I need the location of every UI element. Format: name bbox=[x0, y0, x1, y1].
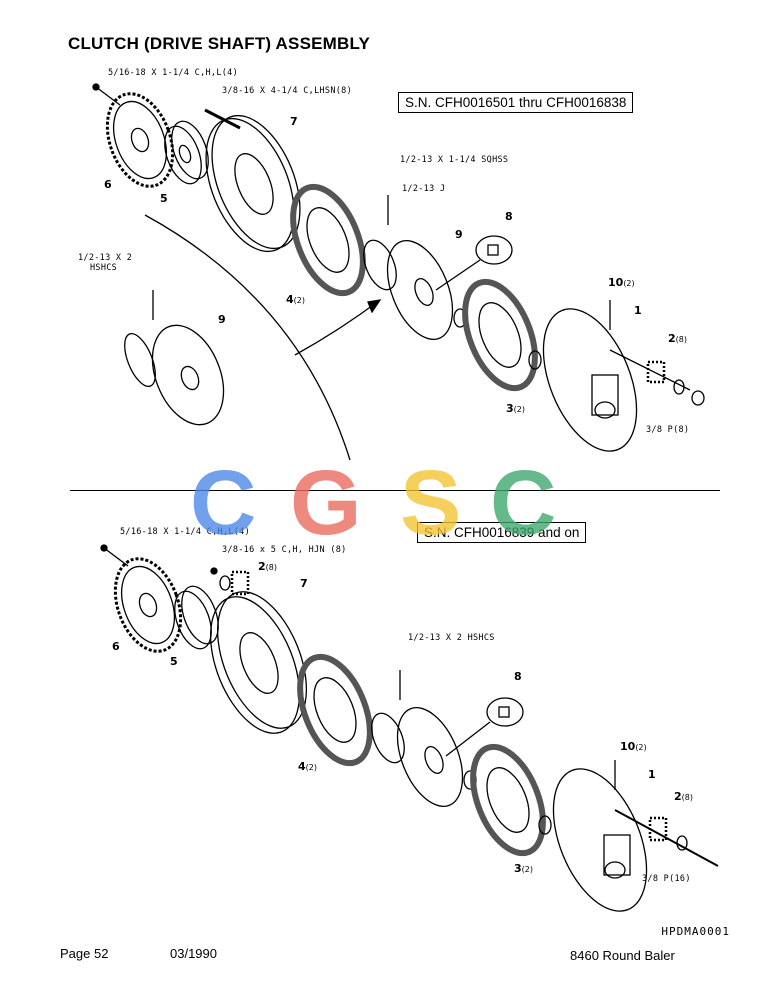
page-number: Page 52 bbox=[60, 946, 109, 961]
sprocket-bottom bbox=[113, 557, 183, 653]
pressure-plate-top bbox=[363, 239, 454, 340]
part-4-top: 4(2) bbox=[286, 293, 305, 306]
part-5-bottom: 5 bbox=[170, 655, 178, 668]
label-bolt-sprocket-top: 5/16-18 X 1-1/4 C,H,L(4) bbox=[108, 68, 239, 78]
detail-assembly-9 bbox=[124, 290, 225, 426]
part-10-top: 10(2) bbox=[608, 276, 635, 289]
label-nut-top: 3/8 P(8) bbox=[646, 425, 690, 435]
friction-disc-top bbox=[290, 183, 366, 297]
plate-7-top bbox=[205, 114, 301, 253]
part-9-top: 9 bbox=[455, 228, 463, 241]
label-bolt-long-bottom: 3/8-16 x 5 C,H, HJN (8) bbox=[222, 545, 347, 555]
part-6-bottom: 6 bbox=[112, 640, 120, 653]
serial-range-bottom: S.N. CFH0016839 and on bbox=[417, 522, 587, 543]
label-bolt-sprocket-bottom: 5/16-18 X 1-1/4 C,H,L(4) bbox=[120, 527, 251, 537]
part-1-top: 1 bbox=[634, 304, 642, 317]
back-plate-top bbox=[542, 308, 638, 452]
part-8-top: 8 bbox=[505, 210, 513, 223]
label-setscrew-top: 1/2-13 X 1-1/4 SQHSS bbox=[400, 155, 509, 165]
part-4-bottom: 4(2) bbox=[298, 760, 317, 773]
part-3-top: 3(2) bbox=[506, 402, 525, 415]
part-6-top: 6 bbox=[104, 178, 112, 191]
label-hshcs-top-2: HSHCS bbox=[90, 263, 118, 273]
part-5-top: 5 bbox=[160, 192, 168, 205]
hub-top bbox=[164, 120, 209, 185]
part-7-bottom: 7 bbox=[300, 577, 308, 590]
part-2-bottom: 2(8) bbox=[674, 790, 693, 803]
label-hshcs-top: 1/2-13 X 2 bbox=[78, 253, 133, 263]
label-bolt-long-top: 3/8-16 X 4-1/4 C,LHSN(8) bbox=[222, 86, 353, 96]
part-1-bottom: 1 bbox=[648, 768, 656, 781]
serial-range-top: S.N. CFH0016501 thru CFH0016838 bbox=[398, 92, 634, 113]
label-jamnut-top: 1/2-13 J bbox=[402, 184, 446, 194]
part-9-detail: 9 bbox=[218, 313, 226, 326]
part-7-top: 7 bbox=[290, 115, 298, 128]
part-8-bottom: 8 bbox=[514, 670, 522, 683]
revision-date: 03/1990 bbox=[170, 946, 217, 961]
section-divider bbox=[70, 490, 720, 491]
drawing-code: HPDMA0001 bbox=[661, 925, 730, 938]
part-10-bottom: 10(2) bbox=[620, 740, 647, 753]
label-hshcs-bottom: 1/2-13 X 2 HSHCS bbox=[408, 633, 495, 643]
part-3-bottom: 3(2) bbox=[514, 862, 533, 875]
label-nut-bottom: 3/8 P(16) bbox=[642, 874, 691, 884]
part-2-top: 2(8) bbox=[668, 332, 687, 345]
page-title: CLUTCH (DRIVE SHAFT) ASSEMBLY bbox=[68, 34, 371, 53]
model-name: 8460 Round Baler bbox=[570, 948, 675, 963]
part-2b-bottom: 2(8) bbox=[258, 560, 277, 573]
